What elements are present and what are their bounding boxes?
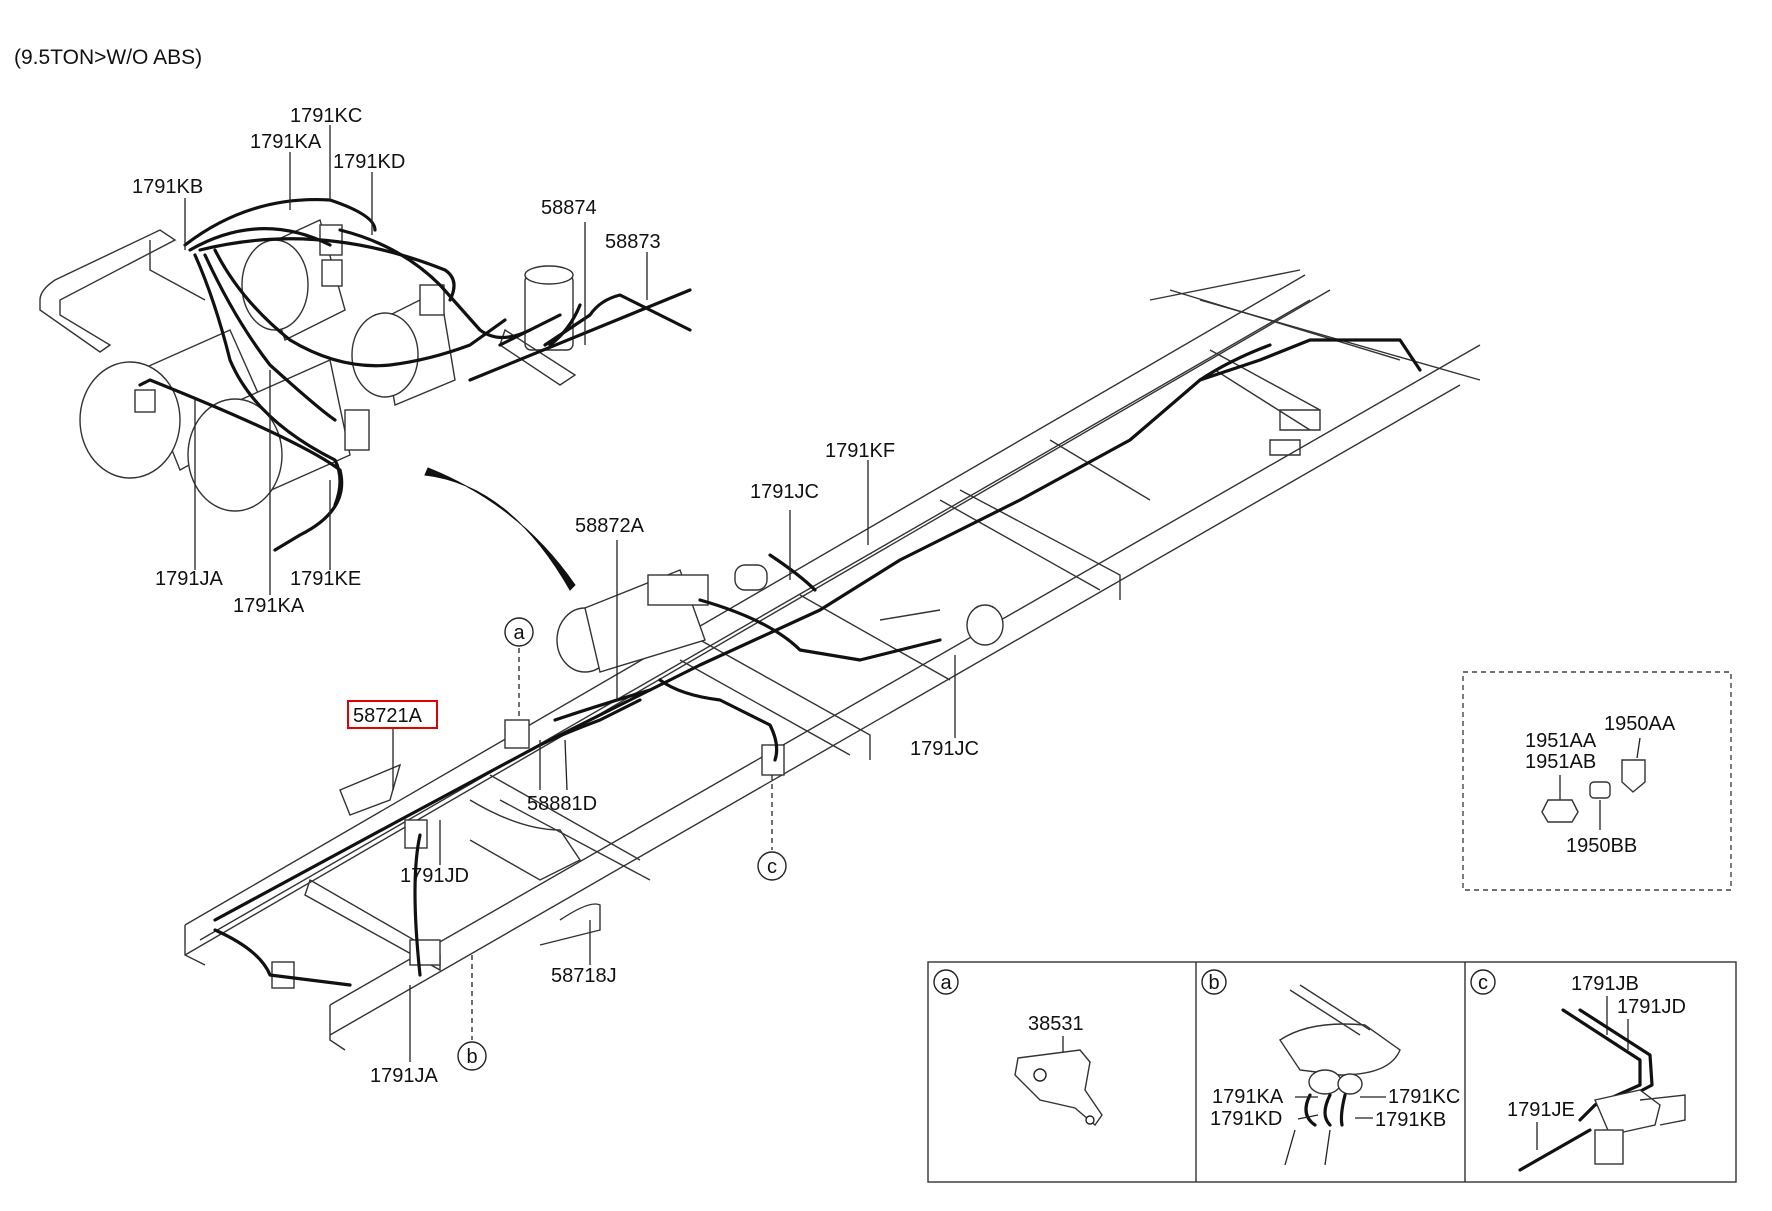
panel-c-tag: c: [1478, 972, 1488, 994]
air-tank-upper-2: [351, 288, 456, 406]
label-1791JA-2: 1791JA: [370, 1065, 438, 1087]
label-1791KF: 1791KF: [825, 440, 895, 462]
valve-4: [344, 409, 370, 451]
header-text: (9.5TON>W/O ABS): [14, 46, 202, 69]
label-1791KA-2: 1791KA: [233, 595, 305, 617]
fitting-left: [134, 389, 156, 413]
valve-detail-c-icon: [1594, 1089, 1661, 1136]
fitting-1951AA-icon: [1541, 799, 1579, 823]
label-detail-1791KA: 1791KA: [1212, 1086, 1284, 1108]
label-58872A: 58872A: [575, 515, 645, 537]
label-1791KB: 1791KB: [132, 176, 203, 198]
air-tank-small: [499, 265, 577, 386]
callout-c-text: c: [767, 856, 777, 878]
label-detail-1791KC: 1791KC: [1388, 1086, 1460, 1108]
detail-panels: a 38531 b 1791KA 1791KC 1791KD 1791KB: [927, 961, 1737, 1183]
label-1950BB: 1950BB: [1566, 835, 1637, 857]
valve-body-c-icon: [1594, 1129, 1624, 1165]
bracket-38531-icon: [1014, 1049, 1103, 1127]
detail-panel-b: b 1791KA 1791KC 1791KD 1791KB: [1201, 969, 1460, 1166]
highlight-box-58721A: [347, 700, 438, 729]
label-1791KA: 1791KA: [250, 131, 322, 153]
label-detail-1791KD: 1791KD: [1210, 1108, 1282, 1130]
fittings-detail-box: 1950AA 1951AA 1951AB 1950BB: [1462, 671, 1732, 891]
label-detail-1791JE: 1791JE: [1507, 1099, 1575, 1121]
label-1950AA: 1950AA: [1604, 713, 1676, 735]
callout-a-text: a: [513, 622, 525, 644]
detail-panel-c: c 1791JB 1791JD 1791JE: [1470, 969, 1686, 1172]
panel-b-tag: b: [1208, 972, 1219, 994]
label-1791JC: 1791JC: [750, 481, 819, 503]
callout-a-circle: [504, 617, 534, 647]
label-58881D: 58881D: [527, 793, 597, 815]
leader-lines: [184, 125, 956, 1062]
label-1791JA: 1791JA: [155, 568, 223, 590]
fitting-1950BB-icon: [1589, 781, 1611, 799]
callout-b-circle: [457, 1041, 487, 1071]
label-58874: 58874: [541, 197, 597, 219]
label-1791KC: 1791KC: [290, 105, 362, 127]
label-58873: 58873: [605, 231, 661, 253]
label-58718J: 58718J: [551, 965, 617, 987]
panel-a-tag: a: [940, 972, 952, 994]
label-1791KE: 1791KE: [290, 568, 361, 590]
label-detail-1791JB: 1791JB: [1571, 973, 1639, 995]
label-38531: 38531: [1028, 1013, 1084, 1035]
label-1791JD: 1791JD: [400, 865, 469, 887]
label-detail-1791JD: 1791JD: [1617, 996, 1686, 1018]
label-58721A: 58721A: [353, 705, 423, 727]
valve-2: [321, 259, 343, 287]
detail-panel-a: a 38531: [933, 969, 1103, 1127]
callout-b-text: b: [466, 1046, 477, 1068]
valve-3: [419, 284, 445, 316]
fitting-1950AA-icon: [1621, 759, 1646, 793]
callout-c-circle: [757, 851, 787, 881]
label-detail-1791KB: 1791KB: [1375, 1109, 1446, 1131]
label-1951AB: 1951AB: [1525, 751, 1596, 773]
label-1951AA: 1951AA: [1525, 730, 1597, 752]
tank-assembly-drawing: [39, 197, 692, 552]
label-1791JC-2: 1791JC: [910, 738, 979, 760]
detail-pointer-arrow: [424, 467, 576, 591]
chassis-frame-drawing: [184, 269, 1481, 1051]
label-1791KD: 1791KD: [333, 151, 405, 173]
